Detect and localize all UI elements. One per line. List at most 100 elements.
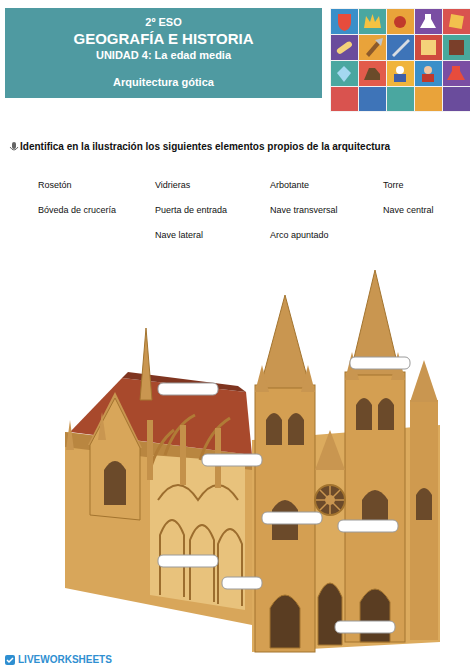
illustration-part — [410, 360, 438, 402]
illustration-part — [416, 488, 432, 520]
illustration-part — [320, 490, 340, 510]
term: Puerta de entrada — [155, 205, 227, 215]
illustration-part — [331, 35, 358, 60]
illustration-part — [270, 595, 300, 648]
illustration-part — [338, 14, 351, 31]
illustration-part — [140, 328, 152, 400]
illustration-part — [150, 430, 174, 470]
term: Torre — [383, 180, 404, 190]
illustration-part — [335, 621, 395, 633]
illustration-part — [364, 14, 381, 28]
term: Vidrieras — [155, 180, 190, 190]
illustration-part — [338, 520, 398, 532]
illustration-part — [392, 39, 410, 57]
illustration-part — [443, 9, 470, 34]
illustration-part — [301, 365, 315, 392]
footer-logo — [5, 655, 15, 665]
illustration-part — [364, 68, 380, 80]
illustration-part — [443, 87, 470, 111]
term: Arco apuntado — [270, 230, 329, 240]
illustration-part — [378, 398, 394, 430]
illustration-part — [447, 66, 465, 80]
illustration-part — [158, 383, 218, 395]
illustration-part — [394, 74, 406, 82]
term: Rosetón — [38, 180, 72, 190]
term: Nave central — [383, 205, 434, 215]
illustration-part — [396, 66, 404, 74]
illustration-part — [387, 9, 414, 34]
illustration-part — [66, 420, 74, 450]
illustration-part — [415, 87, 442, 111]
illustration-part — [266, 413, 282, 445]
illustration-part — [415, 9, 442, 34]
illustration-part — [375, 38, 383, 46]
illustration-part — [222, 577, 262, 589]
illustration-part — [330, 8, 470, 112]
icon-grid — [330, 8, 470, 112]
illustration-part — [158, 555, 218, 567]
term: Nave lateral — [155, 230, 203, 240]
illustration-part — [262, 512, 322, 524]
illustration-part — [420, 14, 436, 28]
audio-icon — [10, 142, 18, 150]
footer-brand: LIVEWORKSHEETS — [18, 654, 112, 665]
illustration-part — [10, 147, 18, 150]
illustration-part — [270, 583, 390, 648]
illustration-part — [337, 66, 351, 82]
illustration-part — [104, 461, 126, 505]
illustration-part — [147, 420, 153, 480]
cathedral-illustration — [65, 270, 440, 652]
illustration-part — [316, 486, 344, 514]
illustration-part — [202, 454, 262, 466]
illustration-part — [90, 398, 140, 520]
term: Arbotante — [270, 180, 309, 190]
illustration-part — [449, 14, 464, 29]
illustration-part — [359, 61, 386, 86]
illustration-part — [415, 35, 442, 60]
illustration-part — [424, 66, 432, 74]
illustration-part — [7, 658, 13, 662]
illustration-part — [180, 425, 186, 485]
illustration-part — [421, 40, 436, 55]
instruction: Identifica en la ilustración los siguien… — [20, 141, 390, 152]
illustration-part — [356, 398, 372, 430]
illustration-part — [331, 9, 358, 34]
illustration-part — [331, 87, 358, 111]
illustration-part — [12, 142, 16, 149]
illustration-part — [394, 16, 406, 28]
illustration-part — [345, 372, 405, 642]
illustration-part — [158, 485, 238, 500]
illustration-part — [359, 87, 386, 111]
illustration-part — [320, 490, 340, 510]
illustration-part — [443, 35, 470, 60]
illustration-part — [387, 35, 414, 60]
term: Bóveda de crucería — [38, 205, 116, 215]
illustration-part — [415, 61, 442, 86]
illustration-part — [350, 357, 410, 369]
illustration-part — [387, 61, 414, 86]
illustration-part — [387, 87, 414, 111]
header-title: GEOGRAFÍA E HISTORIA — [5, 30, 322, 47]
illustration-part — [443, 61, 470, 86]
illustration-part — [260, 295, 310, 388]
illustration-part — [359, 9, 386, 34]
illustration-part — [449, 40, 464, 55]
header-text: 2º ESO — [5, 16, 322, 28]
illustration-part — [288, 413, 304, 445]
illustration-part — [318, 583, 342, 645]
header-text: Arquitectura gótica — [5, 76, 322, 88]
term: Nave transversal — [270, 205, 338, 215]
illustration-part — [218, 529, 242, 606]
illustration-part — [359, 35, 386, 60]
illustration-part — [315, 485, 345, 515]
illustration-part — [158, 357, 410, 633]
illustration-part — [255, 365, 269, 392]
illustration-part — [5, 655, 15, 665]
illustration-part — [315, 430, 345, 470]
illustration-part — [422, 74, 434, 82]
illustration-part — [336, 40, 353, 55]
illustration-part — [98, 412, 106, 440]
header-banner: 2º ESO GEOGRAFÍA E HISTORIA UNIDAD 4: La e… — [5, 8, 322, 98]
header-text: UNIDAD 4: La edad media — [5, 49, 322, 61]
